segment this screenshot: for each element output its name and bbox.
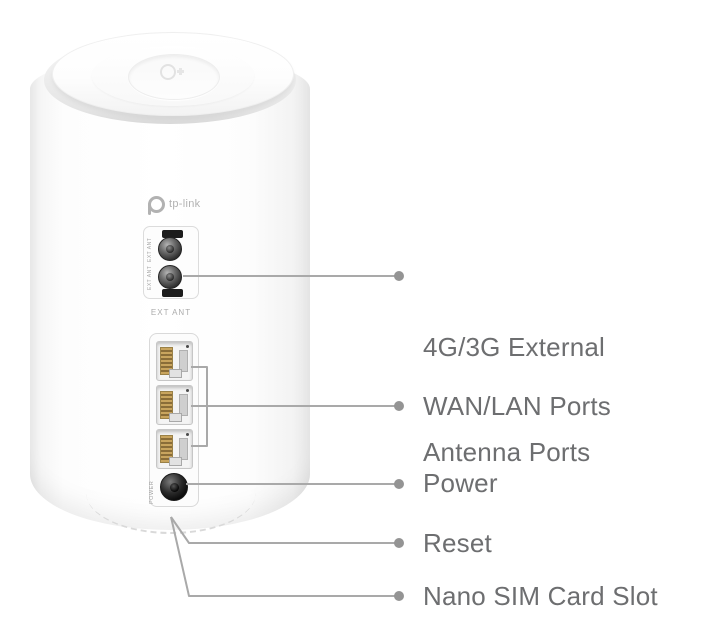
- ethernet-clip: [169, 413, 182, 422]
- bottom-vent-dashes: [86, 452, 256, 534]
- ethernet-tab: [179, 350, 188, 372]
- antenna-port-connector-2: [158, 265, 182, 289]
- tplink-logo: tp-link: [147, 194, 201, 215]
- antenna-slot-bottom: [162, 289, 183, 297]
- antenna-callout-dot: [394, 271, 404, 281]
- tplink-logomark-icon: [147, 195, 165, 215]
- ethernet-callout-dot: [394, 401, 404, 411]
- antenna-port-connector-1: [158, 237, 182, 261]
- ethernet-led: [186, 345, 189, 348]
- ethernet-clip: [169, 369, 182, 378]
- callout-label-antenna-ports: 4G/3G External Antenna Ports: [423, 260, 605, 540]
- ethernet-port-1: [156, 341, 193, 381]
- reset-callout-line: [170, 516, 395, 544]
- power-callout-dot: [394, 479, 404, 489]
- sim-callout-line: [170, 516, 395, 597]
- callout-label-power: Power: [423, 468, 498, 498]
- ethernet-port-2: [156, 385, 193, 425]
- antenna-slot-top: [162, 230, 183, 238]
- sim-callout-dot: [394, 591, 404, 601]
- callout-label-nano-sim-card-slot: Nano SIM Card Slot: [423, 581, 658, 611]
- tplink-cap-logo-icon: [160, 64, 184, 80]
- ethernet-tab: [179, 394, 188, 416]
- callout-label-antenna-line2: Antenna Ports: [423, 437, 591, 467]
- ext-ant-label: EXT ANT: [150, 308, 192, 317]
- ethernet-pins: [160, 347, 173, 375]
- callout-label-reset: Reset: [423, 528, 492, 558]
- antenna-panel: EXT ANT EXT ANT: [143, 226, 199, 299]
- ethernet-led: [186, 389, 189, 392]
- ethernet-pins: [160, 391, 173, 419]
- callout-label-wan-lan-ports: WAN/LAN Ports: [423, 391, 612, 421]
- reset-callout-dot: [394, 538, 404, 548]
- callout-label-antenna-line1: 4G/3G External: [423, 332, 605, 362]
- tplink-logo-text: tp-link: [169, 198, 201, 210]
- ethernet-led: [186, 433, 189, 436]
